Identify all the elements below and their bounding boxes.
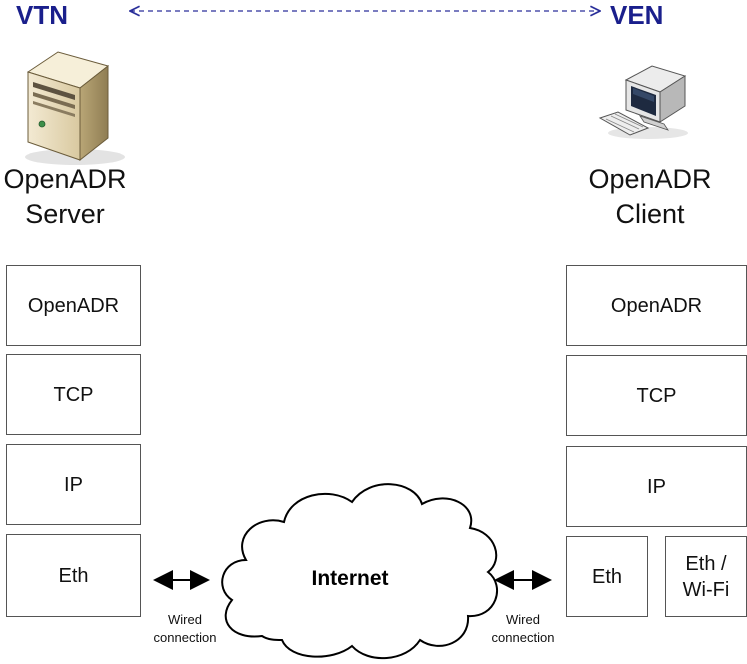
right-wired-caption-line2: connection bbox=[491, 630, 555, 645]
server-layer-tcp: TCP bbox=[6, 354, 141, 435]
server-label-line2: Server bbox=[25, 199, 105, 229]
left-wired-caption-line2: connection bbox=[153, 630, 217, 645]
client-label-line2: Client bbox=[615, 199, 685, 229]
internet-cloud bbox=[221, 483, 498, 659]
server-layer-eth: Eth bbox=[6, 534, 141, 617]
client-layer-eth: Eth bbox=[566, 536, 648, 617]
left-wired-caption: Wired connection bbox=[140, 611, 230, 647]
client-layer-eth-wifi-line1: Eth / bbox=[685, 552, 727, 575]
server-layer-openadr: OpenADR bbox=[6, 265, 141, 346]
server-label-line1: OpenADR bbox=[3, 164, 127, 194]
right-wired-caption: Wired connection bbox=[478, 611, 568, 647]
server-tower-icon bbox=[25, 51, 125, 165]
client-layer-ip: IP bbox=[566, 446, 747, 527]
client-layer-openadr: OpenADR bbox=[566, 265, 747, 346]
left-wired-caption-line1: Wired bbox=[168, 612, 202, 627]
client-layer-eth-wifi-line2: Wi-Fi bbox=[682, 578, 730, 601]
client-label-line1: OpenADR bbox=[588, 164, 712, 194]
internet-label: Internet bbox=[311, 567, 389, 590]
client-layer-eth-wifi: Eth / Wi-Fi bbox=[665, 536, 747, 617]
ven-label: VEN bbox=[610, 0, 664, 30]
server-layer-ip: IP bbox=[6, 444, 141, 525]
server-label: OpenADR Server bbox=[0, 162, 130, 232]
client-label: OpenADR Client bbox=[582, 162, 718, 232]
right-wired-caption-line1: Wired bbox=[506, 612, 540, 627]
desktop-computer-icon bbox=[598, 65, 688, 139]
client-layer-tcp: TCP bbox=[566, 355, 747, 436]
vtn-label: VTN bbox=[16, 0, 68, 30]
